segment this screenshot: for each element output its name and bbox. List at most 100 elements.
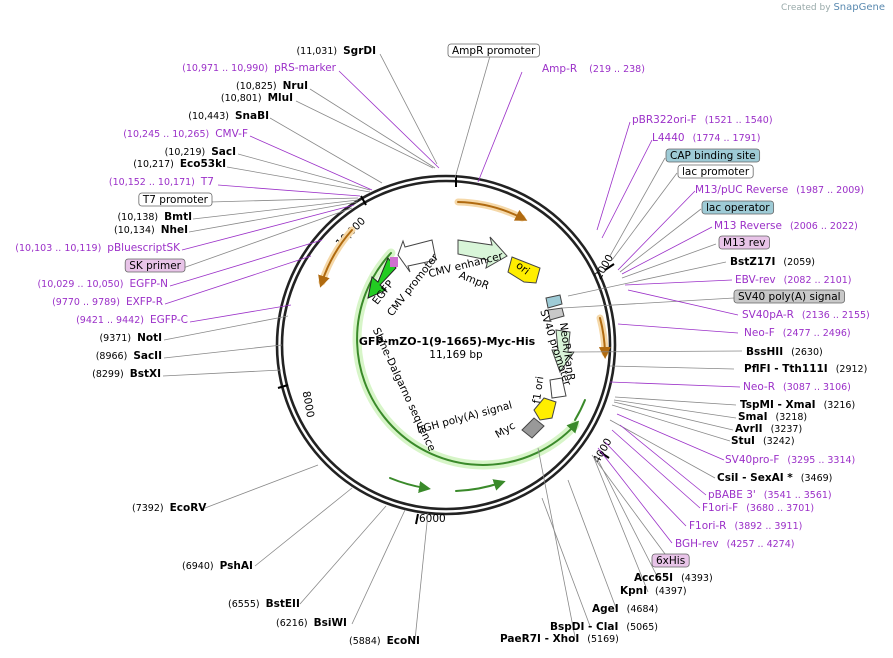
feature-box-label: lac operator — [706, 202, 770, 214]
label-sgrdi[interactable]: SgrDI(11,031) — [296, 45, 376, 57]
feature-box-lac-operator[interactable]: lac operator — [701, 200, 775, 215]
site-position: (10,971 .. 10,990) — [182, 63, 268, 74]
label-cmv-f[interactable]: CMV-F(10,245 .. 10,265) — [123, 128, 248, 140]
label-bgh-rev[interactable]: BGH-rev(4257 .. 4274) — [675, 538, 794, 550]
site-position: (219 .. 238) — [589, 64, 645, 75]
label-pflfi-tth111i[interactable]: PflFI - Tth111I(2912) — [744, 363, 867, 375]
site-position: (2082 .. 2101) — [784, 275, 852, 286]
label-csii-sexai[interactable]: CsiI - SexAI * (3469) — [717, 472, 832, 484]
enzyme-name: BstXI — [130, 368, 161, 380]
label-exfp-r[interactable]: EXFP-R(9770 .. 9789) — [52, 296, 163, 308]
label-snabi[interactable]: SnaBI(10,443) — [188, 110, 269, 122]
site-position: (6216) — [276, 618, 308, 629]
label-bsiwi[interactable]: (6216)BsiWI — [276, 617, 347, 629]
origin-marker — [455, 175, 457, 187]
enzyme-name: SgrDI — [343, 45, 376, 57]
label-acc65i[interactable]: Acc65I(4393) — [634, 572, 713, 584]
label-neo-r[interactable]: Neo-R(3087 .. 3106) — [743, 381, 851, 393]
label-smai[interactable]: SmaI(3218) — [738, 411, 807, 423]
label-bsteii[interactable]: (6555)BstEII — [228, 598, 300, 610]
label-m13-puc-reverse[interactable]: M13/pUC Reverse(1987 .. 2009) — [695, 184, 864, 196]
feature-box-6xhis[interactable]: 6xHis — [651, 553, 690, 568]
feature-box-label: lac promoter — [682, 166, 750, 178]
big-green-arc — [356, 252, 580, 466]
feature-box-sk-primer[interactable]: SK primer — [124, 258, 186, 273]
label-bmti[interactable]: BmtI(10,138) — [117, 211, 192, 223]
feature-box-m13-rev[interactable]: M13 rev — [718, 235, 770, 250]
site-position: (10,219) — [165, 147, 206, 158]
enzyme-name: StuI — [731, 435, 755, 447]
label-sv40pa-r[interactable]: SV40pA-R(2136 .. 2155) — [742, 309, 870, 321]
enzyme-name: TspMI - XmaI — [740, 399, 816, 411]
tick-label-8000: 8000 — [300, 390, 316, 418]
label-bstz17i[interactable]: BstZ17I(2059) — [730, 256, 815, 268]
label-nhei[interactable]: NheI(10,134) — [114, 224, 188, 236]
site-position: (9371) — [99, 333, 131, 344]
feature-box-label: CAP binding site — [670, 150, 756, 162]
brand-name: SnapGene — [833, 2, 885, 13]
enzyme-name: BstEII — [266, 598, 300, 610]
site-position: (10,134) — [114, 225, 155, 236]
label-mlui[interactable]: MluI(10,801) — [221, 92, 293, 104]
label-t7[interactable]: T7(10,152 .. 10,171) — [109, 176, 214, 188]
site-position: (8299) — [92, 369, 124, 380]
site-position: (10,217) — [133, 159, 174, 170]
orange-arc-ampr-line — [457, 201, 528, 221]
label-egfp-n[interactable]: EGFP-N(10,029 .. 10,050) — [37, 278, 168, 290]
label-agei[interactable]: AgeI(4684) — [592, 603, 658, 615]
label-econi[interactable]: (5884)EcoNI — [349, 635, 420, 647]
label-sacii[interactable]: SacII(8966) — [96, 350, 162, 362]
feature-box-sv40-poly-a-signal[interactable]: SV40 poly(A) signal — [733, 289, 845, 304]
label-bsshii[interactable]: BssHII(2630) — [746, 346, 823, 358]
label-avrii[interactable]: AvrII(3237) — [735, 423, 802, 435]
label-egfp-c[interactable]: EGFP-C(9421 .. 9442) — [76, 314, 188, 326]
site-position: (3469) — [801, 473, 833, 484]
label-nrui[interactable]: NruI(10,825) — [236, 80, 308, 92]
primer-name: pBR322ori-F — [632, 114, 697, 126]
label-pbabe-3[interactable]: pBABE 3'(3541 .. 3561) — [708, 489, 832, 501]
bottom-label-list: (7392)EcoRV (6940)PshAI (6555)BstEII (6216)… — [132, 502, 713, 647]
label-l4440[interactable]: L4440(1774 .. 1791) — [652, 132, 760, 144]
label-bstxi[interactable]: BstXI (8299) — [92, 368, 161, 380]
label-ebv-rev[interactable]: EBV-rev(2082 .. 2101) — [735, 274, 852, 286]
feature-box-label: 6xHis — [656, 555, 685, 567]
label-sv40pro-f[interactable]: SV40pro-F(3295 .. 3314) — [725, 454, 855, 466]
feature-box-label: T7 promoter — [142, 194, 209, 206]
label-neo-f[interactable]: Neo-F(2477 .. 2496) — [744, 327, 851, 339]
primer-name: EGFP-N — [129, 278, 168, 290]
orange-arc-ampr — [454, 198, 526, 222]
feature-box-lac-promoter[interactable]: lac promoter — [677, 164, 754, 179]
label-eco53ki[interactable]: Eco53kI(10,217) — [133, 158, 226, 170]
label-paer7i-xhoi[interactable]: PaeR7I - XhoI(5169) — [500, 633, 619, 645]
label-saci[interactable]: SacI(10,219) — [165, 146, 236, 158]
label-stui[interactable]: StuI(3242) — [731, 435, 795, 447]
primer-name: L4440 — [652, 132, 685, 144]
label-bspdi-clai[interactable]: BspDI - ClaI(5065) — [550, 621, 658, 633]
label-m13-reverse[interactable]: M13 Reverse(2006 .. 2022) — [714, 220, 858, 232]
label-pbr322ori-f[interactable]: pBR322ori-F(1521 .. 1540) — [632, 114, 773, 126]
label-amp-r[interactable]: Amp-R(219 .. 238) — [542, 63, 645, 75]
feature-box-t7-promoter[interactable]: T7 promoter — [138, 192, 213, 207]
feature-box-frame — [124, 258, 186, 273]
label-f1ori-f[interactable]: F1ori-F(3680 .. 3701) — [702, 502, 814, 514]
label-kpni[interactable]: KpnI(4397) — [620, 585, 687, 597]
site-position: (9421 .. 9442) — [76, 315, 144, 326]
created-by-text: Created by — [781, 3, 831, 13]
feature-box-ampr-promoter[interactable]: AmpR promoter — [447, 43, 540, 58]
enzyme-name: CsiI - SexAI * — [717, 472, 793, 484]
site-position: (2059) — [783, 257, 815, 268]
label-pbluescriptsk[interactable]: pBluescriptSK(10,103 .. 10,119) — [15, 242, 181, 254]
feature-box-frame — [733, 289, 845, 304]
enzyme-name: PaeR7I - XhoI — [500, 633, 579, 645]
label-noti[interactable]: NotI(9371) — [99, 332, 162, 344]
label-pshai[interactable]: (6940)PshAI — [182, 560, 253, 572]
label-ecorv[interactable]: (7392)EcoRV — [132, 502, 207, 514]
feature-box-cap-binding-site[interactable]: CAP binding site — [665, 148, 761, 163]
label-tspmi-xmai[interactable]: TspMI - XmaI(3216) — [740, 399, 855, 411]
site-position: (8966) — [96, 351, 128, 362]
label-prs-marker[interactable]: pRS-marker(10,971 .. 10,990) — [182, 62, 337, 74]
orange-arc-right-line — [598, 317, 611, 359]
label-f1ori-r[interactable]: F1ori-R(3892 .. 3911) — [689, 520, 802, 532]
f1-ori-label: f1 ori — [531, 376, 547, 405]
primer-name: pBABE 3' — [708, 489, 756, 501]
